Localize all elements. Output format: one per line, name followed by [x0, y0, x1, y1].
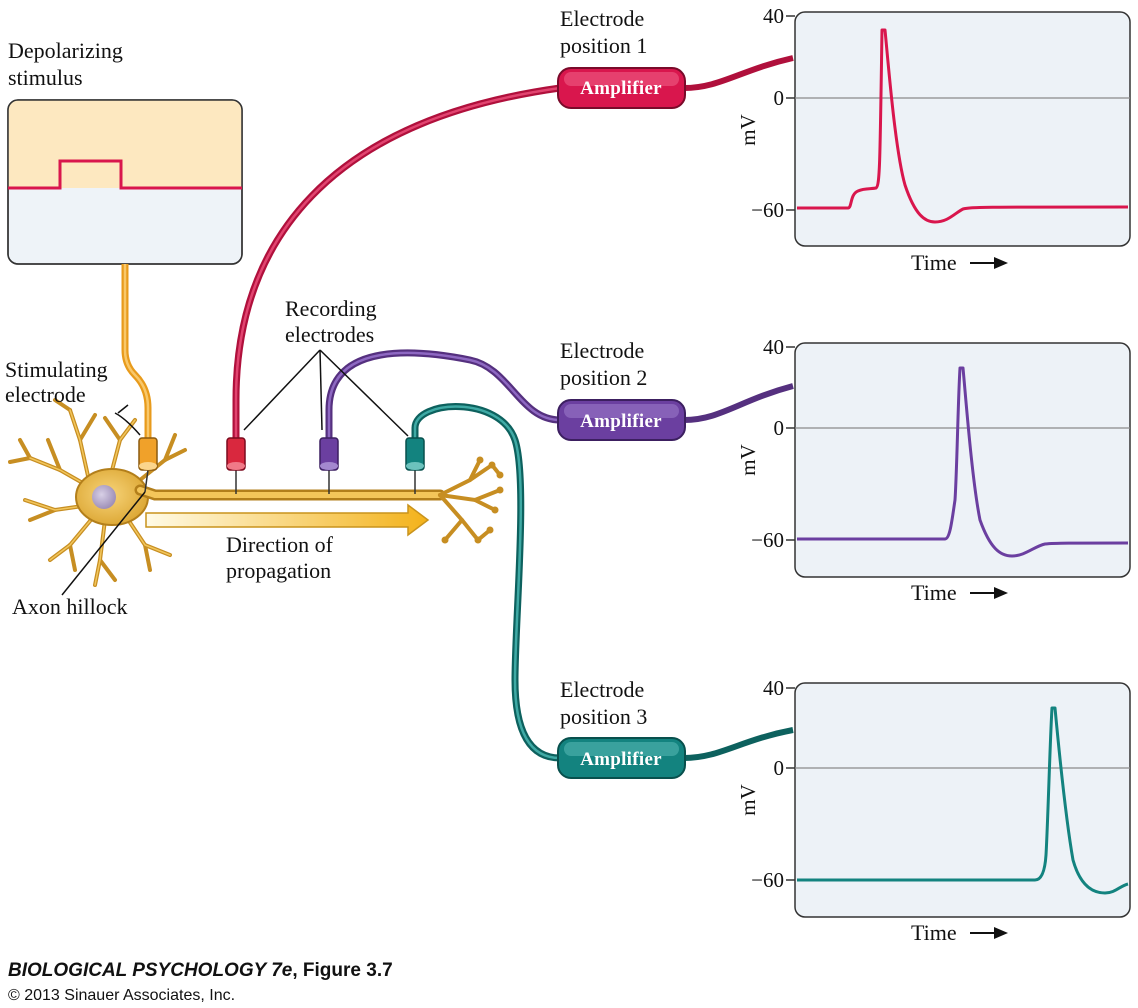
recording-wire-3: [411, 403, 561, 762]
panel-3-trace: [797, 706, 1129, 895]
panel-2-ytick-minus60: −60: [751, 528, 784, 552]
panel-2-time-arrow-icon: [994, 587, 1008, 599]
panel-3-ytick-0: 0: [774, 756, 785, 780]
panel-1-time-arrow-icon: [994, 257, 1008, 269]
panel-1-xlabel: Time: [911, 250, 957, 275]
amplifier-2: Amplifier: [557, 399, 686, 441]
amplifier-1-label: Amplifier: [580, 78, 662, 99]
propagation-arrow: [145, 503, 430, 537]
amplifier-2-label: Amplifier: [580, 411, 662, 432]
caption-book-title: BIOLOGICAL PSYCHOLOGY 7e: [8, 960, 293, 981]
stimulus-label-line2: stimulus: [8, 65, 83, 90]
panel-1-ytick-40: 40: [763, 4, 784, 28]
stimulus-top-fill: [8, 100, 242, 188]
panel-3-xlabel: Time: [911, 920, 957, 945]
panel-1-ytick-0: 0: [774, 86, 785, 110]
caption-figure-number: , Figure 3.7: [292, 960, 392, 981]
electrode-position-3-line1: Electrode: [560, 677, 644, 702]
electrode-position-2-line2: position 2: [560, 365, 647, 390]
recording-panel-1: 40 0 −60 mV Time: [736, 4, 1131, 275]
recording-electrodes-label-line2: electrodes: [285, 322, 374, 347]
amplifier-3-label: Amplifier: [580, 749, 662, 770]
terminal-boutons: [441, 456, 504, 544]
amp1-output-wire: [683, 55, 794, 91]
panel-3-time-arrow-icon: [994, 927, 1008, 939]
panel-1-plot-area: [794, 11, 1131, 247]
panel-3-plot-area: [794, 682, 1131, 918]
figure-caption: BIOLOGICAL PSYCHOLOGY 7e, Figure 3.7: [8, 960, 393, 981]
panel-1-ylabel: mV: [736, 114, 760, 146]
caption-copyright: © 2013 Sinauer Associates, Inc.: [8, 987, 235, 1004]
amplifier-1: Amplifier: [557, 67, 686, 109]
stimulating-electrode-label-line1: Stimulating: [5, 357, 108, 382]
stimulus-label-line1: Depolarizing: [8, 38, 123, 63]
panel-1-ytick-minus60: −60: [751, 198, 784, 222]
panel-3-ytick-minus60: −60: [751, 868, 784, 892]
electrode-position-1-line2: position 1: [560, 33, 647, 58]
amp2-output-wire: [683, 383, 794, 423]
recording-wire-2: [325, 349, 561, 440]
recording-panel-2: 40 0 −60 mV Time: [736, 335, 1131, 605]
stimulating-wire: [121, 264, 152, 440]
electrode-position-1-line1: Electrode: [560, 6, 644, 31]
panel-3-ytick-40: 40: [763, 676, 784, 700]
panel-1-trace: [797, 28, 1129, 224]
stimulating-electrode-label-line2: electrode: [5, 382, 86, 407]
nucleus: [92, 485, 116, 509]
electrode-position-2-line1: Electrode: [560, 338, 644, 363]
panel-2-ylabel: mV: [736, 444, 760, 476]
panel-2-xlabel: Time: [911, 580, 957, 605]
amplifier-3: Amplifier: [557, 737, 686, 779]
direction-label-line1: Direction of: [226, 532, 334, 557]
panel-2-ytick-40: 40: [763, 335, 784, 359]
panel-2-plot-area: [794, 342, 1131, 578]
stimulus-group: Depolarizing stimulus: [7, 38, 243, 265]
panel-2-trace: [797, 366, 1129, 558]
recording-panel-3: 40 0 −60 mV Time: [736, 676, 1131, 945]
panel-3-ylabel: mV: [736, 784, 760, 816]
direction-label-line2: propagation: [226, 558, 331, 583]
axon-hillock-label: Axon hillock: [12, 594, 128, 619]
amp3-output-wire: [683, 727, 794, 761]
recording-electrodes-label-line1: Recording: [285, 296, 377, 321]
electrode-position-3-line2: position 3: [560, 704, 647, 729]
stimulus-step-trace: [8, 159, 242, 190]
panel-2-ytick-0: 0: [774, 416, 785, 440]
callout-lines: [61, 349, 409, 596]
